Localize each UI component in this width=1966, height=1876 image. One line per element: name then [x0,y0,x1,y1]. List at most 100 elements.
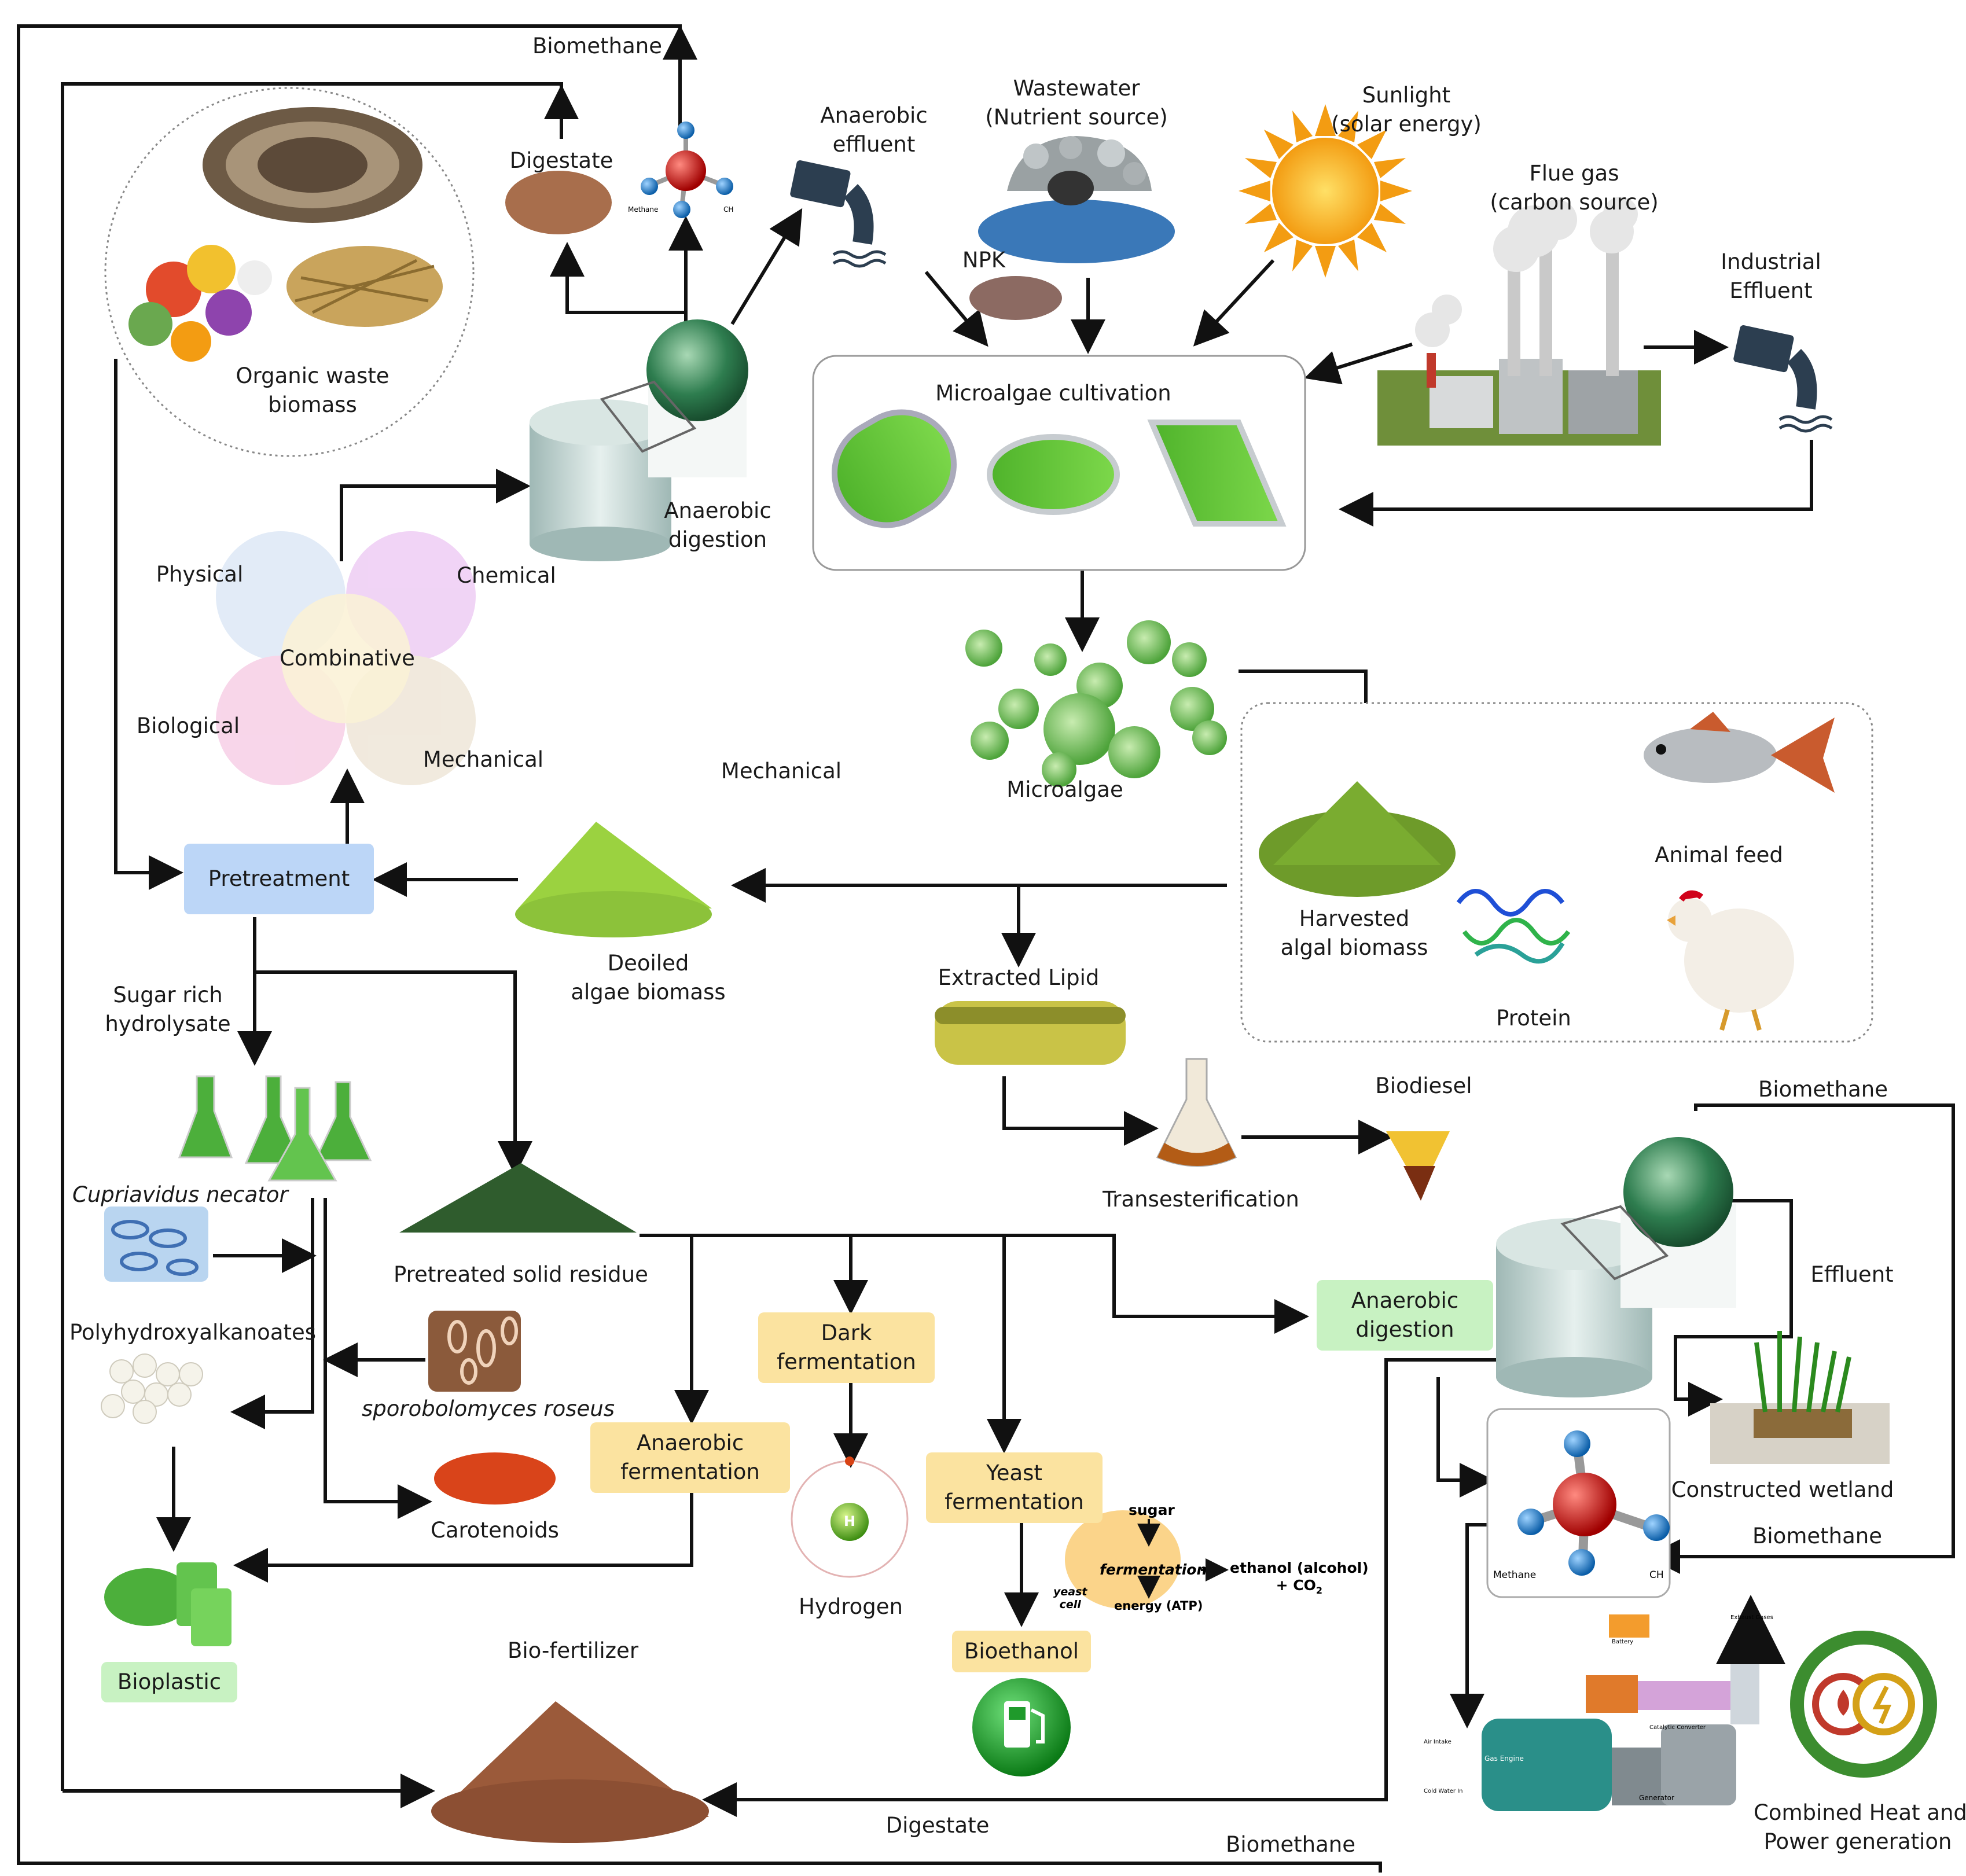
npk-granules [969,276,1062,320]
label-microalgae: Microalgae [1006,777,1123,802]
mini-exhaust: Exhaust Gases [1730,1614,1773,1621]
bioplastic-box: Bioplastic [101,1662,237,1702]
mini-methane-top: Methane [628,205,659,214]
label-protein: Protein [1496,1006,1571,1031]
organic-waste-group [104,87,475,457]
mini-ethanol: ethanol (alcohol)+ CO2 [1230,1559,1369,1596]
label-cupriavidus: Cupriavidus necator [72,1182,288,1207]
mini-gas-engine: Gas Engine [1484,1754,1524,1763]
deoiled-biomass-pile [518,822,712,908]
microalgae-cells [965,620,1227,787]
label-flue-gas: Flue gas(carbon source) [1490,161,1659,215]
label-biomethane-wetland: Biomethane [1752,1524,1882,1548]
label-biomethane-bottom: Biomethane [1226,1832,1355,1857]
fuel-pump-icon [972,1678,1071,1776]
effluent-pipe-top [790,160,887,268]
carotenoids-pile [434,1452,556,1505]
wastewater-image [978,136,1175,263]
methane-molecule-top [641,122,733,218]
label-digestate-top: Digestate [509,148,613,173]
label-biofertilizer: Bio-fertilizer [507,1638,639,1663]
label-digestate-bottom: Digestate [885,1813,990,1838]
label-biomethane-top: Biomethane [532,34,662,58]
label-hydrogen: Hydrogen [799,1594,903,1619]
mini-ch4-right: CH [1649,1569,1664,1581]
hydrogen-atom [791,1456,909,1578]
biodiesel-funnel [1386,1131,1450,1201]
factory-image [1377,197,1661,446]
bioplastic-image [104,1562,231,1646]
extracted-lipid-image [935,1001,1126,1065]
vegetable-scraps-image [128,245,272,362]
flasks-image [178,1075,372,1182]
mini-sugar: sugar [1129,1502,1175,1518]
label-biomethane-right: Biomethane [1758,1077,1888,1102]
gas-engine-image [1482,1595,1785,1811]
chicken-image [1667,890,1794,1031]
anaerobic-digester-right [1496,1137,1736,1397]
label-physical: Physical [156,562,244,587]
pretreatment-box: Pretreatment [184,844,374,914]
label-pha: Polyhydroxyalkanoates [69,1320,317,1345]
label-transesterification: Transesterification [1103,1187,1299,1212]
mini-methane-right: Methane [1493,1569,1537,1581]
label-extracted-lipid: Extracted Lipid [938,965,1100,990]
mini-cold-water: Cold Water In [1424,1788,1463,1794]
label-constructed-wetland: Constructed wetland [1671,1477,1894,1502]
pha-beads [101,1353,203,1424]
label-combinative: Combinative [280,646,415,671]
label-biological: Biological [136,713,240,738]
digestate-pile-top [505,171,612,234]
label-npk: NPK [962,248,1006,273]
pretreatment-venn [216,531,476,785]
label-mechanical-float: Mechanical [721,759,842,783]
label-biodiesel: Biodiesel [1375,1073,1472,1098]
mini-ch4-top: CH [723,205,734,214]
mini-fermentation: fermentation [1100,1561,1207,1578]
label-carotenoids: Carotenoids [431,1518,559,1543]
label-wastewater: Wastewater(Nutrient source) [985,76,1168,130]
yeast-fermentation-diagram [1065,1510,1229,1609]
label-pretreated-solid: Pretreated solid residue [394,1262,648,1287]
mini-catalytic: Catalytic Converter [1649,1724,1706,1731]
straw-image [286,246,443,327]
label-sunlight: Sunlight(solar energy) [1331,83,1482,137]
pretreated-residue-pile [399,1163,637,1233]
fish-image [1644,712,1835,793]
mini-energy: energy (ATP) [1114,1599,1203,1613]
hydrogen-symbol: H [844,1513,856,1529]
label-chemical: Chemical [457,563,556,588]
effluent-pipe-industrial [1733,325,1833,433]
label-microalgae-cultivation: Microalgae cultivation [935,381,1171,406]
label-animal-feed: Animal feed [1655,843,1783,867]
protein-structure [1456,889,1571,964]
chp-logo [1790,1631,1937,1778]
mini-generator: Generator [1639,1794,1674,1802]
mini-air-intake: Air Intake [1424,1739,1451,1745]
biodiesel-flask [1156,1058,1237,1167]
sun-icon [1239,104,1412,278]
bioethanol-box: Bioethanol [952,1631,1091,1672]
anaerobic-digester-top [530,319,748,561]
constructed-wetland-image [1710,1331,1890,1464]
label-effluent: Effluent [1810,1262,1894,1287]
mini-battery: Battery [1612,1639,1634,1645]
methane-molecule-right [1517,1430,1670,1576]
label-mechanical-venn: Mechanical [422,747,544,772]
raceway-ponds [832,409,1287,528]
label-sporobolomyces: sporobolomyces roseus [362,1396,615,1421]
